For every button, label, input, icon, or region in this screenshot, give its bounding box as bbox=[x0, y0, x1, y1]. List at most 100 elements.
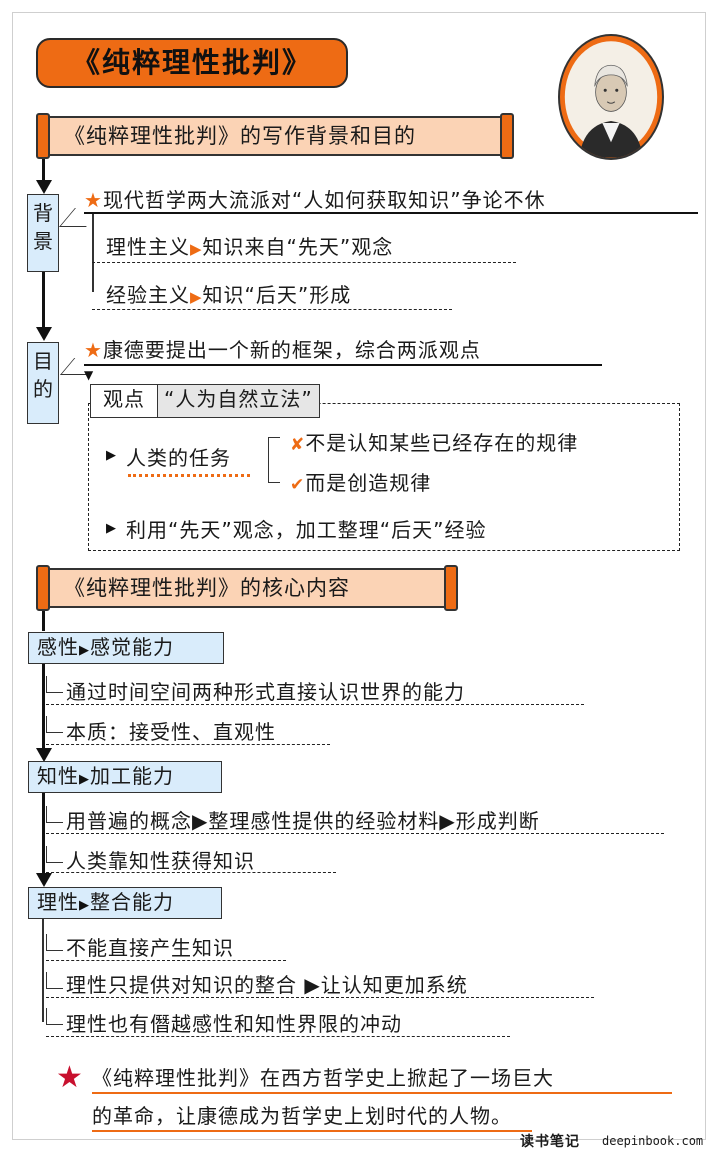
bullet-icon: ▶ bbox=[106, 521, 116, 536]
task-but: ✔而是创造规律 bbox=[290, 467, 431, 496]
faculty-point: 用普遍的概念▶整理感性提供的经验材料▶形成判断 bbox=[66, 809, 540, 833]
purpose-headline: ★康德要提出一个新的框架，综合两派观点 bbox=[84, 334, 481, 363]
point-rule bbox=[46, 997, 594, 998]
branch-mark bbox=[46, 934, 63, 951]
method-text: 利用“先天”观念，加工整理“后天”经验 bbox=[126, 518, 487, 542]
conclusion-rule bbox=[92, 1092, 672, 1094]
background-label: 背 景 bbox=[27, 194, 59, 272]
flow-arrow bbox=[36, 873, 52, 887]
faculty-ability: 加工能力 bbox=[90, 764, 174, 788]
branch-mark bbox=[46, 806, 63, 823]
school-name: 理性主义 bbox=[106, 235, 190, 259]
point-rule bbox=[46, 744, 330, 745]
footer-url: deepinbook.com bbox=[602, 1134, 704, 1148]
flow-arrow bbox=[36, 180, 52, 194]
school-name: 经验主义 bbox=[106, 283, 190, 307]
flow-line bbox=[42, 664, 45, 750]
bullet-icon: ▶ bbox=[106, 448, 116, 463]
conclusion-line2: 的革命，让康德成为哲学史上划时代的人物。 bbox=[92, 1104, 512, 1128]
faculty-name: 理性 bbox=[37, 890, 79, 914]
purpose-label-char: 目 bbox=[33, 349, 53, 373]
viewpoint-tag: 观点 “人为自然立法” bbox=[90, 384, 320, 418]
background-item-empiricism: 经验主义▶知识“后天”形成 bbox=[106, 279, 351, 308]
footer-logo: 读书笔记 bbox=[520, 1134, 580, 1150]
star-icon: ★ bbox=[84, 338, 103, 362]
flow-arrow bbox=[36, 748, 52, 762]
faculty-point: 理性也有僭越感性和知性界限的冲动 bbox=[66, 1012, 402, 1036]
viewpoint-panel bbox=[88, 403, 680, 551]
purpose-label-char: 的 bbox=[33, 377, 53, 401]
point-rule bbox=[46, 833, 664, 834]
faculty-name: 感性 bbox=[37, 635, 79, 659]
point-rule bbox=[46, 704, 584, 705]
portrait-image bbox=[564, 41, 658, 158]
item-rule bbox=[92, 262, 516, 263]
triangle-icon: ▶ bbox=[79, 772, 90, 787]
star-icon: ★ bbox=[56, 1060, 83, 1095]
flow-line bbox=[42, 159, 45, 181]
branch-mark bbox=[46, 846, 63, 863]
point-rule bbox=[46, 1036, 510, 1037]
purpose-headline-text: 康德要提出一个新的框架，综合两派观点 bbox=[102, 338, 481, 362]
background-label-char: 景 bbox=[33, 229, 53, 253]
items-stem bbox=[92, 214, 94, 292]
banner-cap-left bbox=[36, 113, 50, 159]
school-view: 知识“后天”形成 bbox=[202, 283, 352, 307]
down-triangle-icon: ▼ bbox=[84, 368, 94, 382]
faculty-point: 人类靠知性获得知识 bbox=[66, 849, 255, 873]
faculty-reason: 理性▶整合能力 bbox=[28, 887, 222, 919]
triangle-icon: ▶ bbox=[79, 643, 90, 658]
triangle-icon: ▶ bbox=[79, 898, 90, 913]
faculty-ability: 整合能力 bbox=[90, 890, 174, 914]
banner-cap-left bbox=[36, 565, 50, 611]
flow-arrow bbox=[36, 327, 52, 341]
faculty-sensibility: 感性▶感觉能力 bbox=[28, 632, 224, 664]
purpose-label: 目 的 bbox=[27, 342, 59, 424]
task-underline bbox=[128, 474, 250, 477]
viewpoint-label: 观点 bbox=[91, 385, 158, 417]
branch-mark bbox=[46, 972, 63, 989]
background-headline-text: 现代哲学两大流派对“人如何获取知识”争论不休 bbox=[102, 188, 546, 212]
banner-cap-right bbox=[444, 565, 458, 611]
background-item-rationalism: 理性主义▶知识来自“先天”观念 bbox=[106, 231, 393, 260]
page-title: 《纯粹理性批判》 bbox=[36, 38, 348, 88]
task-label: 人类的任务 bbox=[126, 446, 231, 470]
task-but-text: 而是创造规律 bbox=[305, 471, 432, 495]
branch-stem bbox=[42, 918, 44, 1022]
conclusion-line1: 《纯粹理性批判》在西方哲学史上掀起了一场巨大 bbox=[92, 1066, 554, 1090]
faculty-understanding: 知性▶加工能力 bbox=[28, 761, 222, 793]
headline-rule bbox=[84, 212, 698, 214]
branch-mark bbox=[46, 676, 63, 693]
flow-line bbox=[42, 611, 45, 631]
background-label-char: 背 bbox=[33, 201, 53, 225]
banner-cap-right bbox=[500, 113, 514, 159]
faculty-point: 通过时间空间两种形式直接认识世界的能力 bbox=[66, 680, 465, 704]
star-icon: ★ bbox=[84, 188, 103, 212]
faculty-point: 理性只提供对知识的整合 ▶让认知更加系统 bbox=[66, 973, 468, 997]
kant-portrait bbox=[558, 34, 664, 160]
faculty-point: 本质：接受性、直观性 bbox=[66, 720, 276, 744]
task-bracket bbox=[268, 437, 280, 483]
item-rule bbox=[92, 309, 452, 310]
point-rule bbox=[46, 960, 286, 961]
page-frame bbox=[12, 12, 706, 1140]
point-rule bbox=[46, 872, 336, 873]
branch-mark bbox=[46, 716, 63, 733]
triangle-icon: ▶ bbox=[190, 288, 203, 306]
section2-banner: 《纯粹理性批判》的核心内容 bbox=[50, 568, 446, 608]
branch-mark bbox=[46, 1008, 63, 1025]
background-headline: ★现代哲学两大流派对“人如何获取知识”争论不休 bbox=[84, 184, 546, 213]
cross-icon: ✘ bbox=[290, 435, 306, 455]
flow-line bbox=[42, 793, 45, 875]
task-not: ✘不是认知某些已经存在的规律 bbox=[290, 427, 578, 456]
faculty-point: 不能直接产生知识 bbox=[66, 936, 234, 960]
flow-line bbox=[42, 272, 45, 328]
headline-rule bbox=[84, 364, 602, 366]
faculty-ability: 感觉能力 bbox=[90, 635, 174, 659]
faculty-name: 知性 bbox=[37, 764, 79, 788]
conclusion-rule bbox=[92, 1130, 532, 1132]
viewpoint-text: “人为自然立法” bbox=[158, 385, 319, 417]
task-not-text: 不是认知某些已经存在的规律 bbox=[305, 431, 579, 455]
triangle-icon: ▶ bbox=[190, 240, 203, 258]
school-view: 知识来自“先天”观念 bbox=[202, 235, 394, 259]
